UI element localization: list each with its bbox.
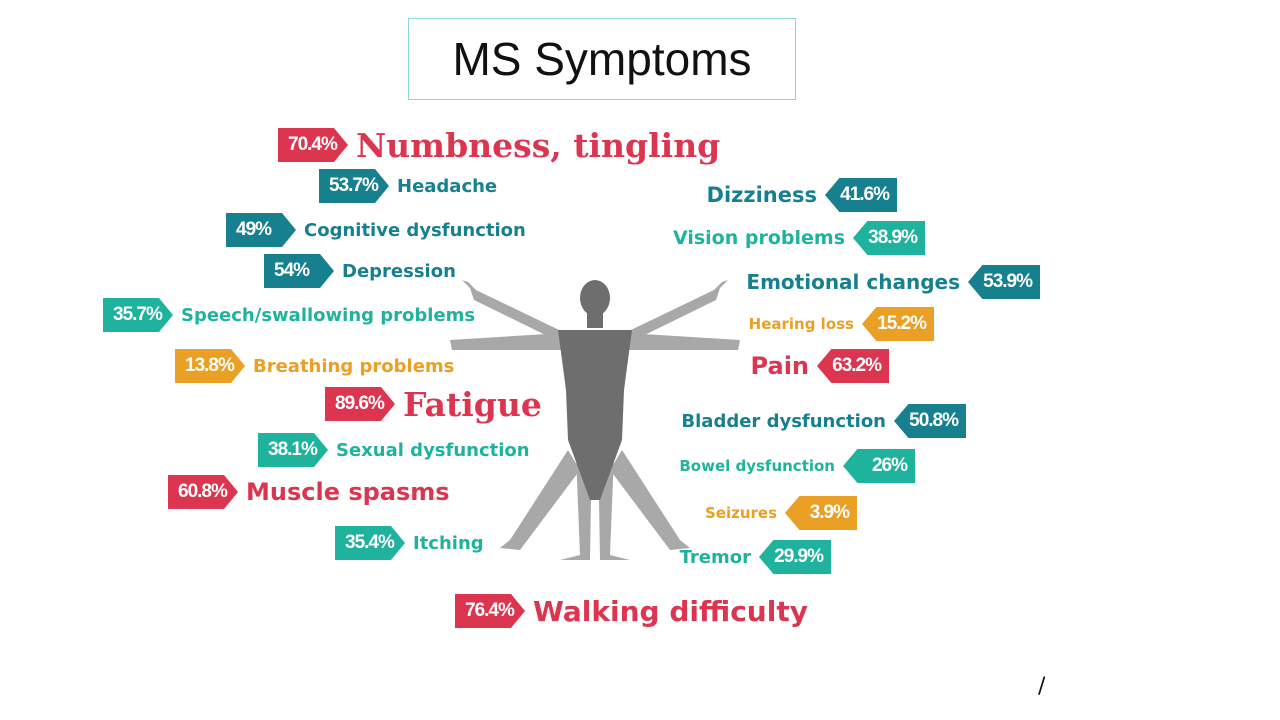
symptom-vision-problems: Vision problems 38.9% — [673, 221, 925, 255]
percent-tag: 50.8% — [894, 404, 966, 438]
symptom-numbness-tingling: 70.4% Numbness, tingling — [278, 125, 721, 165]
symptom-bladder-dysfunction: Bladder dysfunction 50.8% — [681, 404, 966, 438]
symptom-label: Seizures — [704, 504, 777, 522]
percent-tag: 53.7% — [319, 169, 389, 203]
symptom-label: Bladder dysfunction — [681, 410, 886, 432]
symptom-label: Depression — [342, 260, 456, 282]
percent-tag: 70.4% — [278, 128, 348, 162]
symptom-label: Hearing loss — [748, 315, 854, 333]
symptom-label: Pain — [750, 352, 809, 380]
symptom-speech-swallowing: 35.7% Speech/swallowing problems — [103, 298, 475, 332]
percent-tag: 26% — [843, 449, 915, 483]
percent-tag: 15.2% — [862, 307, 934, 341]
percent-tag: 29.9% — [759, 540, 831, 574]
symptom-label: Muscle spasms — [246, 478, 450, 506]
symptom-depression: 54% Depression — [264, 254, 456, 288]
symptom-label: Breathing problems — [253, 355, 455, 377]
corner-mark: / — [1038, 674, 1046, 699]
symptom-cognitive-dysfunction: 49% Cognitive dysfunction — [226, 213, 526, 247]
percent-tag: 38.9% — [853, 221, 925, 255]
percent-tag: 54% — [264, 254, 334, 288]
percent-tag: 76.4% — [455, 594, 525, 628]
page-title: MS Symptoms — [452, 33, 752, 85]
percent-tag: 89.6% — [325, 387, 395, 421]
symptom-label: Walking difficulty — [533, 594, 808, 628]
symptom-label: Numbness, tingling — [356, 125, 721, 165]
symptom-label: Tremor — [679, 546, 751, 568]
symptom-label: Itching — [413, 532, 484, 554]
human-figure-icon — [450, 280, 740, 560]
symptom-bowel-dysfunction: Bowel dysfunction 26% — [679, 449, 915, 483]
percent-tag: 49% — [226, 213, 296, 247]
symptom-emotional-changes: Emotional changes 53.9% — [746, 265, 1040, 299]
percent-tag: 35.4% — [335, 526, 405, 560]
symptom-label: Headache — [397, 175, 498, 197]
symptom-pain: Pain 63.2% — [751, 349, 889, 383]
symptom-muscle-spasms: 60.8% Muscle spasms — [168, 475, 450, 509]
symptom-label: Cognitive dysfunction — [304, 219, 526, 241]
percent-tag: 53.9% — [968, 265, 1040, 299]
symptom-label: Dizziness — [706, 183, 817, 207]
symptom-label: Vision problems — [672, 227, 845, 249]
symptom-label: Speech/swallowing problems — [181, 304, 476, 326]
percent-tag: 35.7% — [103, 298, 173, 332]
symptom-sexual-dysfunction: 38.1% Sexual dysfunction — [258, 433, 530, 467]
percent-tag: 38.1% — [258, 433, 328, 467]
title-box: MS Symptoms — [408, 18, 796, 100]
symptom-walking-difficulty: 76.4% Walking difficulty — [455, 594, 808, 628]
symptom-itching: 35.4% Itching — [335, 526, 484, 560]
symptom-label: Fatigue — [403, 384, 542, 424]
symptom-seizures: Seizures 3.9% — [705, 496, 857, 530]
percent-tag: 63.2% — [817, 349, 889, 383]
symptom-fatigue: 89.6% Fatigue — [325, 384, 542, 424]
percent-tag: 60.8% — [168, 475, 238, 509]
percent-tag: 41.6% — [825, 178, 897, 212]
symptom-label: Emotional changes — [746, 270, 960, 294]
symptom-dizziness: Dizziness 41.6% — [707, 178, 897, 212]
percent-tag: 3.9% — [785, 496, 857, 530]
symptom-label: Sexual dysfunction — [336, 439, 530, 461]
symptom-tremor: Tremor 29.9% — [680, 540, 831, 574]
symptom-hearing-loss: Hearing loss 15.2% — [749, 307, 934, 341]
symptom-breathing-problems: 13.8% Breathing problems — [175, 349, 454, 383]
symptom-headache: 53.7% Headache — [319, 169, 497, 203]
symptom-label: Bowel dysfunction — [679, 457, 835, 475]
percent-tag: 13.8% — [175, 349, 245, 383]
